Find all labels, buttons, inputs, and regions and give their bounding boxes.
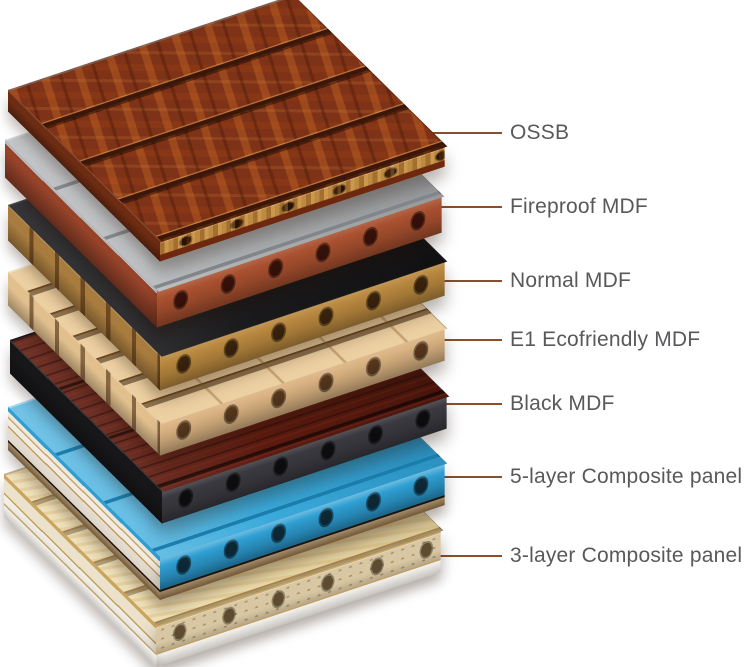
panel-label: OSSB: [510, 121, 570, 144]
label-row-e1-mdf: E1 Ecofriendly MDF: [428, 329, 700, 351]
label-row-ossb: OSSB: [428, 122, 569, 144]
leader-line: [428, 476, 502, 478]
leader-line: [428, 206, 502, 208]
panel-label: E1 Ecofriendly MDF: [510, 328, 701, 351]
label-row-black-mdf: Black MDF: [428, 393, 614, 415]
label-row-composite-3: 3-layer Composite panel: [428, 545, 742, 567]
leader-line: [428, 403, 502, 405]
leader-line: [428, 132, 502, 134]
leader-line: [428, 280, 502, 282]
label-row-composite-5: 5-layer Composite panel: [428, 466, 742, 488]
panel-label: Black MDF: [510, 392, 615, 415]
panel-label: 5-layer Composite panel: [510, 465, 743, 488]
label-row-normal-mdf: Normal MDF: [428, 270, 631, 292]
panel-label: Fireproof MDF: [510, 195, 648, 218]
panel-label: Normal MDF: [510, 269, 631, 292]
panel-label: 3-layer Composite panel: [510, 544, 743, 567]
leader-line: [428, 339, 502, 341]
label-row-fireproof-mdf: Fireproof MDF: [428, 196, 648, 218]
leader-line: [428, 555, 502, 557]
